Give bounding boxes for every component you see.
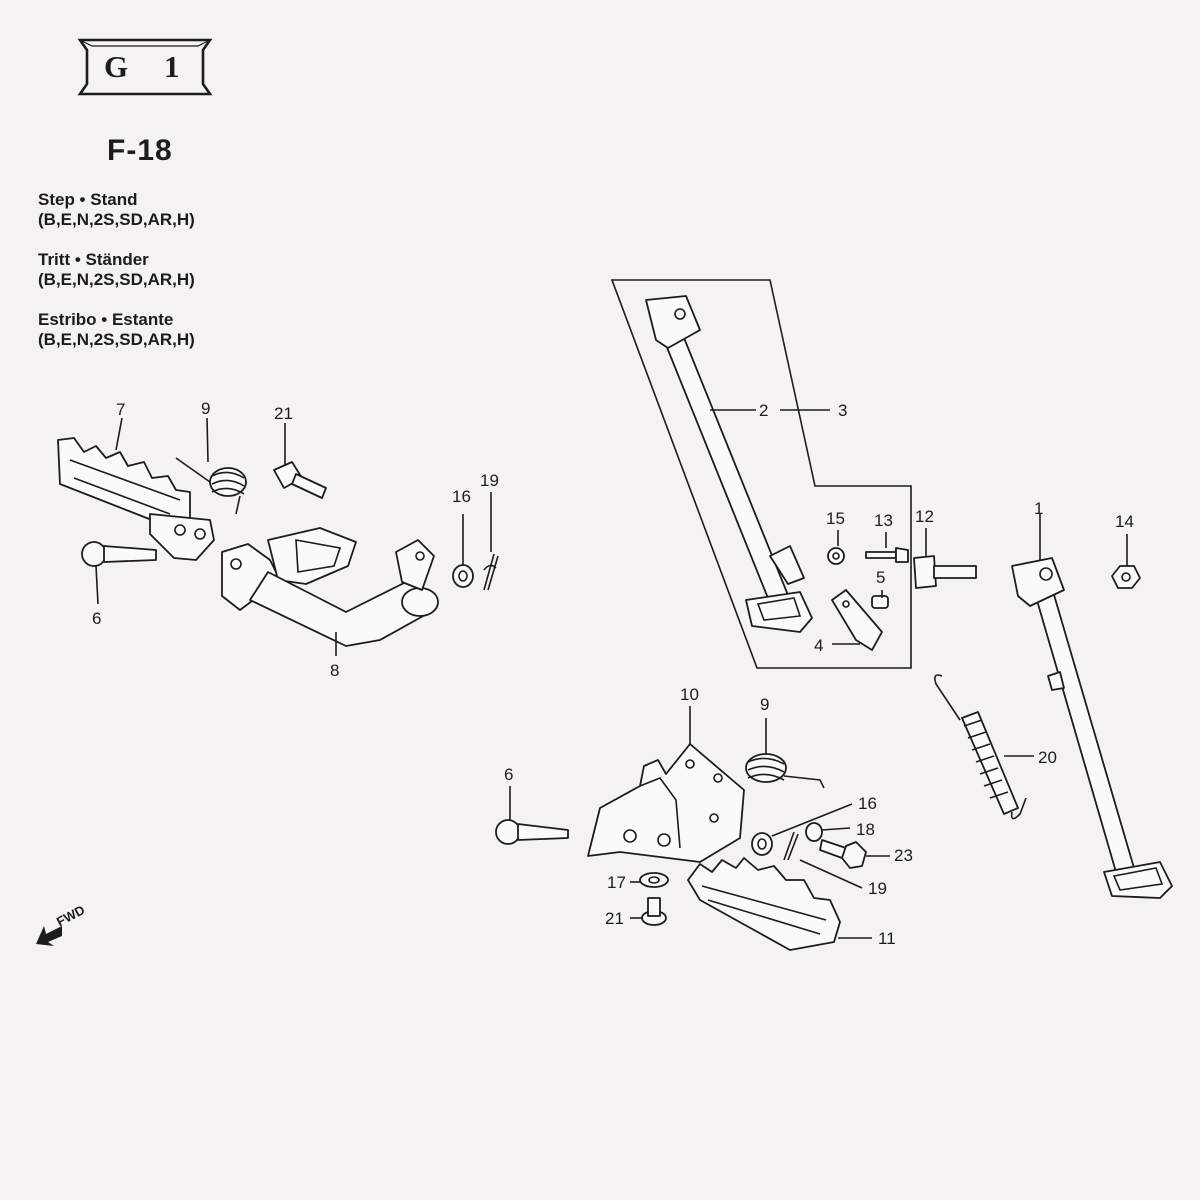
- part-label: 6: [504, 765, 513, 784]
- cotter-pin-19-left: [483, 553, 499, 591]
- screw-21: [641, 897, 667, 926]
- forward-arrow-icon: [36, 926, 62, 946]
- stand-switch-4: [831, 589, 883, 651]
- badge-frame: [77, 38, 213, 96]
- side-stand-bar: [645, 295, 813, 633]
- title-name: Tritt • Ständer: [38, 250, 149, 269]
- part-labels: 7 9 21 6 8 16 19 2 3 15 13 12 1 14 5 4 1…: [92, 399, 1134, 948]
- step-bracket-8: [221, 527, 439, 647]
- part-label: 2: [759, 401, 768, 420]
- part-label: 9: [760, 695, 769, 714]
- nut-14: [1111, 565, 1141, 589]
- part-label: 6: [92, 609, 101, 628]
- part-label: 3: [838, 401, 847, 420]
- title-name: Step • Stand: [38, 190, 138, 209]
- bolt-23: [819, 839, 867, 869]
- step-spring-9-right: [745, 753, 825, 789]
- part-label: 11: [878, 929, 896, 948]
- left-step-7: [57, 437, 215, 561]
- washer-18: [805, 822, 823, 842]
- forward-direction-indicator: FWD: [34, 902, 87, 955]
- part-label: 15: [826, 509, 845, 528]
- title-spanish: Estribo • Estante (B,E,N,2S,SD,AR,H): [38, 310, 195, 350]
- step-pin-6-left: [81, 541, 157, 567]
- title-models: (B,E,N,2S,SD,AR,H): [38, 270, 195, 289]
- part-label: 1: [1034, 499, 1043, 518]
- part-label: 18: [856, 820, 875, 839]
- right-step-holder-10: [587, 743, 745, 863]
- part-label: 10: [680, 685, 699, 704]
- part-label: 16: [452, 487, 471, 506]
- step-pin-6-right: [495, 819, 569, 845]
- part-label: 13: [874, 511, 893, 530]
- badge-letter: G: [104, 49, 129, 84]
- leader-lines: [95, 409, 1128, 939]
- assembly-outline: [610, 279, 912, 669]
- part-label: 7: [116, 400, 125, 419]
- part-label: 12: [915, 507, 934, 526]
- badge-number: 1: [164, 49, 180, 84]
- part-label: 9: [201, 399, 210, 418]
- washer-17: [639, 872, 669, 888]
- nut-15: [827, 547, 845, 565]
- stand-spring-20: [934, 674, 1027, 820]
- section-badge: G 1: [76, 36, 214, 98]
- part-label: 4: [814, 636, 823, 655]
- part-label: 14: [1115, 512, 1134, 531]
- part-label: 8: [330, 661, 339, 680]
- bolt-22: [273, 461, 327, 499]
- title-name: Estribo • Estante: [38, 310, 174, 329]
- part-label: 20: [1038, 748, 1057, 767]
- title-models: (B,E,N,2S,SD,AR,H): [38, 330, 195, 349]
- part-label: 19: [868, 879, 887, 898]
- bolt-13: [865, 547, 909, 563]
- part-label: 16: [858, 794, 877, 813]
- part-label: 19: [480, 471, 499, 490]
- washer-16-left: [452, 564, 474, 588]
- pivot-bolt-12: [913, 555, 977, 589]
- part-label: 23: [894, 846, 913, 865]
- title-models: (B,E,N,2S,SD,AR,H): [38, 210, 195, 229]
- title-german: Tritt • Ständer (B,E,N,2S,SD,AR,H): [38, 250, 195, 290]
- part-label: 21: [274, 404, 293, 423]
- part-label: 5: [876, 568, 885, 587]
- stand-1: [1011, 557, 1173, 899]
- title-english: Step • Stand (B,E,N,2S,SD,AR,H): [38, 190, 195, 230]
- part-label: 17: [607, 873, 626, 892]
- part-label: 21: [605, 909, 624, 928]
- section-code: F-18: [107, 134, 173, 167]
- step-spring-9-left: [175, 457, 247, 515]
- right-step-11: [687, 857, 841, 951]
- washer-16-right: [751, 832, 773, 856]
- cotter-pin-19-right: [783, 831, 799, 861]
- collar-5: [871, 595, 889, 609]
